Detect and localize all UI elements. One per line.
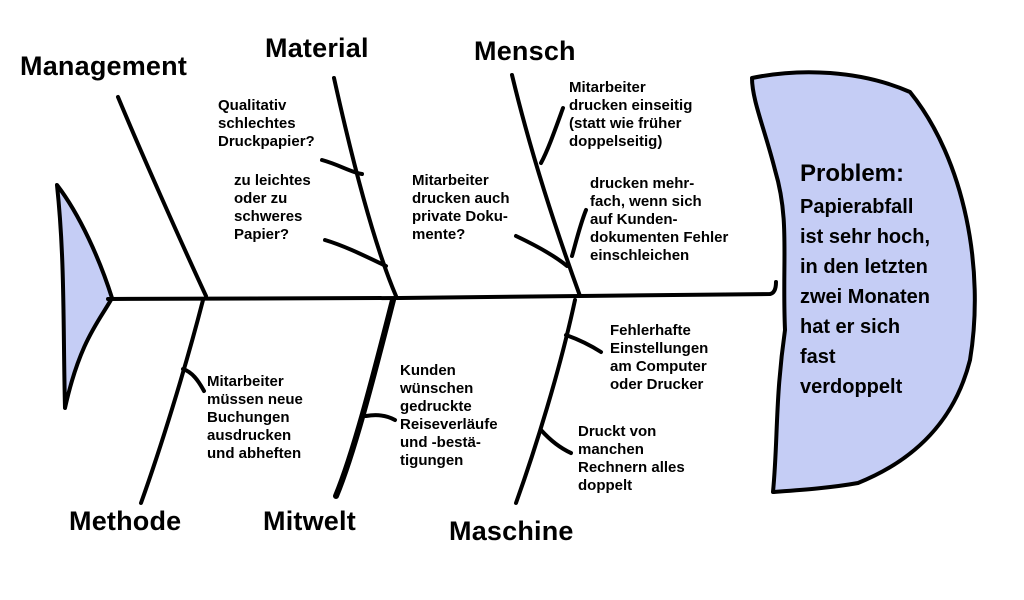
category-mensch: Mensch — [474, 36, 576, 66]
category-methode: Methode — [69, 506, 182, 536]
spine-line — [106, 280, 778, 301]
problem-title: Problem: — [800, 160, 905, 187]
fish-head — [750, 70, 977, 494]
bone-management — [116, 95, 208, 298]
fish-tail — [55, 183, 114, 410]
cause-mensch-2: Mitarbeiter drucken auch private Doku- m… — [412, 172, 510, 243]
subbone-material-1 — [320, 158, 364, 176]
cause-mitwelt-1: Kunden wünschen gedruckte Reiseverläufe … — [400, 362, 498, 469]
cause-maschine-2: Druckt von manchen Rechnern alles doppel… — [578, 423, 685, 494]
cause-methode-1: Mitarbeiter müssen neue Buchungen ausdru… — [207, 373, 303, 462]
cause-mensch-3: drucken mehr- fach, wenn sich auf Kunden… — [590, 175, 729, 264]
subbone-mensch-2 — [514, 234, 569, 268]
subbone-methode-1 — [181, 367, 206, 393]
bone-mensch — [510, 73, 582, 298]
cause-material-1: Qualitativ schlechtes Druckpapier? — [218, 97, 315, 150]
subbone-maschine-1 — [564, 333, 603, 354]
cause-maschine-1: Fehlerhafte Einstellungen am Computer od… — [610, 322, 709, 393]
subbone-mitwelt-1 — [364, 413, 397, 422]
problem-statement: Papierabfall ist sehr hoch, in den letzt… — [800, 196, 931, 398]
bone-mitwelt — [333, 297, 396, 499]
bone-methode — [139, 298, 205, 505]
category-mitwelt: Mitwelt — [263, 506, 356, 536]
subbone-maschine-2 — [539, 428, 573, 455]
category-management: Management — [20, 51, 188, 81]
bone-material — [332, 76, 398, 298]
subbone-mensch-3 — [570, 208, 588, 258]
category-maschine: Maschine — [449, 516, 574, 546]
cause-mensch-1: Mitarbeiter drucken einseitig (statt wie… — [569, 79, 693, 150]
cause-material-2: zu leichtes oder zu schweres Papier? — [234, 172, 311, 243]
subbone-mensch-1 — [539, 106, 565, 165]
bone-maschine — [514, 298, 577, 505]
subbone-material-2 — [323, 238, 388, 268]
category-material: Material — [265, 33, 369, 63]
